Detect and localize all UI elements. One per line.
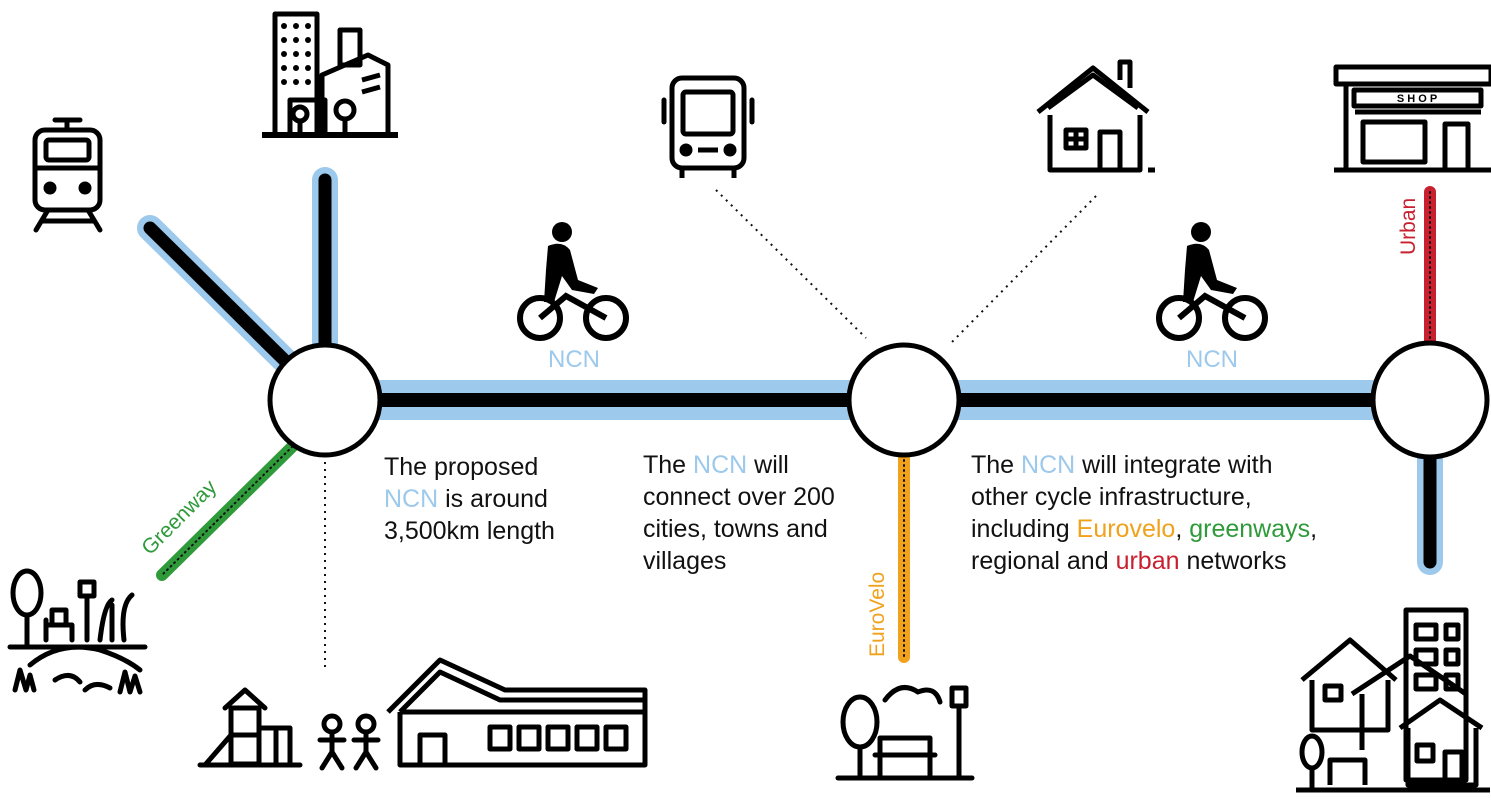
tram-icon (32, 117, 103, 233)
urban-highlight: urban (1115, 547, 1180, 575)
ncn-highlight: NCN (1021, 451, 1076, 479)
ncn-highlight: NCN (693, 451, 748, 479)
shop-sign: S H O P (1397, 93, 1437, 105)
caption-comma: , (1310, 515, 1318, 543)
caption-connect: The NCN will connect over 200 cities, to… (643, 449, 835, 577)
children-icon (317, 713, 381, 771)
caption-integrate: The NCN will integrate with other cycle … (971, 449, 1317, 577)
park-icon (7, 568, 148, 695)
caption-integrate-line2: other cycle infrastructure, (971, 483, 1252, 511)
caption-integrate-prefix: The (971, 451, 1022, 479)
eurovelo-label: EuroVelo (866, 572, 889, 657)
caption-length-line2: NCN is around (384, 483, 555, 515)
bus-icon (661, 75, 755, 178)
urban-label: Urban (1397, 198, 1420, 255)
park-icon (835, 685, 975, 781)
caption-integrate-line3: including Eurovelo, greenways, (971, 513, 1317, 545)
caption-length: The proposed NCN is around 3,500km lengt… (384, 451, 555, 547)
greenway-line (156, 437, 302, 581)
ncn-highlight: NCN (384, 485, 439, 513)
caption-length-line3: 3,500km length (384, 517, 555, 545)
cyclist-icon (517, 222, 629, 341)
caption-integrate-line4: regional and urban networks (971, 545, 1317, 577)
playground-icon (197, 687, 303, 768)
node-centre (846, 342, 962, 458)
greenway-label: Greenway (137, 475, 221, 559)
house-icon (1036, 59, 1155, 173)
caption-integrate-line4-a: regional and (971, 547, 1116, 575)
node-east (1370, 340, 1490, 460)
ncn-label: NCN (1186, 346, 1238, 373)
town-icon (1296, 607, 1490, 793)
cyclist-icon (1156, 222, 1268, 341)
city-buildings-icon (262, 11, 398, 138)
caption-comma: , (1175, 515, 1190, 543)
caption-connect-line4: villages (643, 547, 727, 575)
eurovelo-highlight: Eurovelo (1076, 515, 1176, 543)
caption-integrate-line3-a: including (971, 515, 1077, 543)
caption-connect-suffix: will (747, 451, 789, 479)
ncn-label: NCN (548, 346, 600, 373)
school-icon (386, 657, 648, 768)
greenways-highlight: greenways (1189, 515, 1311, 543)
caption-integrate-line1: The NCN will integrate with (971, 449, 1317, 481)
caption-connect-line3: cities, towns and (643, 515, 828, 543)
caption-connect-line2: connect over 200 (643, 483, 835, 511)
caption-connect-prefix: The (643, 451, 694, 479)
node-west (267, 342, 383, 458)
dotted-connectors (324, 189, 1097, 670)
caption-integrate-line4-b: networks (1179, 547, 1287, 575)
caption-length-line2-rest: is around (438, 485, 548, 513)
shop-icon (1333, 64, 1491, 173)
caption-integrate-suffix: will integrate with (1075, 451, 1273, 479)
caption-length-line1: The proposed (384, 453, 539, 481)
caption-connect-line1: The NCN will (643, 449, 835, 481)
